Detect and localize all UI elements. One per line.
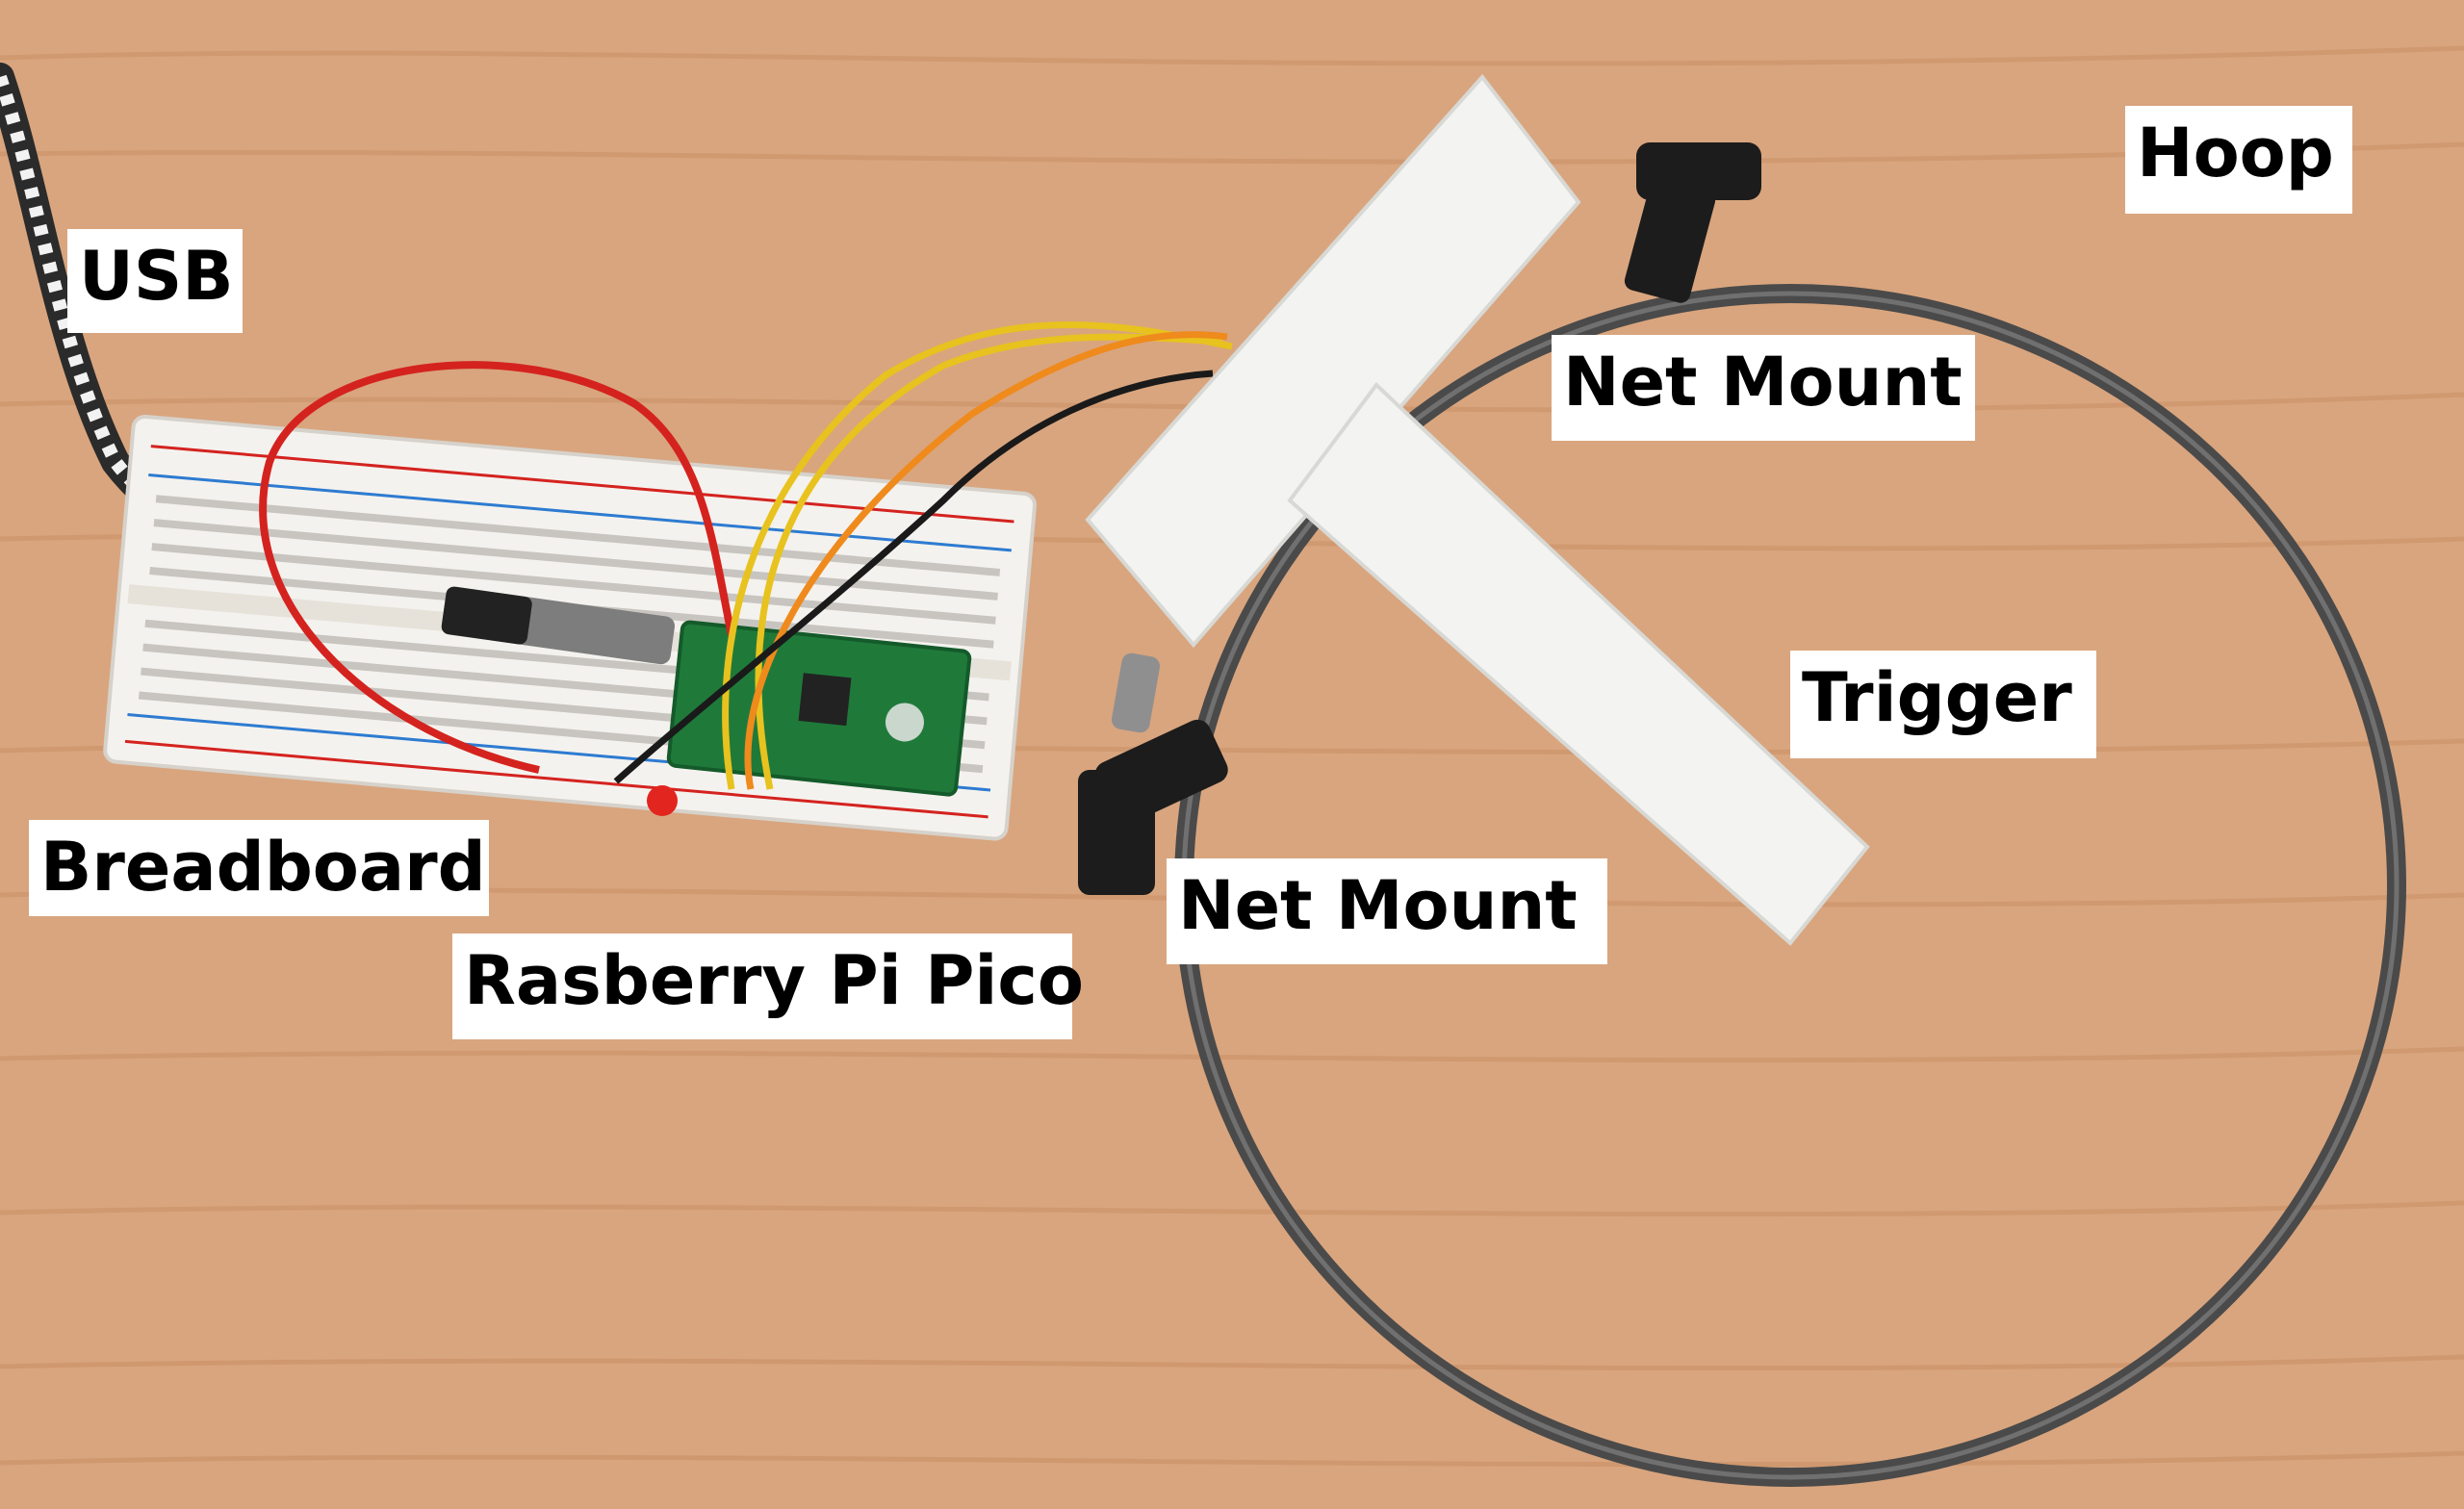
trigger-part [1085, 73, 1870, 946]
red-led [647, 785, 678, 816]
breadboard-label: Breadboard [29, 820, 489, 916]
pico-board [666, 620, 972, 797]
pico-label: Rasberry Pi Pico [452, 934, 1084, 1039]
net-mount-top-part [1624, 142, 1761, 303]
trigger-label: Trigger [1790, 651, 2096, 758]
net-mount-label-bottom: Net Mount [1167, 858, 1607, 964]
hoop-label: Hoop [2125, 106, 2352, 214]
wire-red-loop [259, 361, 735, 774]
net-mount-bottom-part [1078, 719, 1228, 895]
wire-yellow-2 [755, 333, 1223, 790]
wire-black [613, 370, 1214, 784]
wire-yellow-1 [722, 321, 1233, 790]
wire-orange [744, 331, 1228, 790]
usb-plug-grip [441, 586, 532, 645]
net-mount-label-top: Net Mount [1552, 335, 1975, 441]
usb-label: USB [67, 229, 243, 333]
